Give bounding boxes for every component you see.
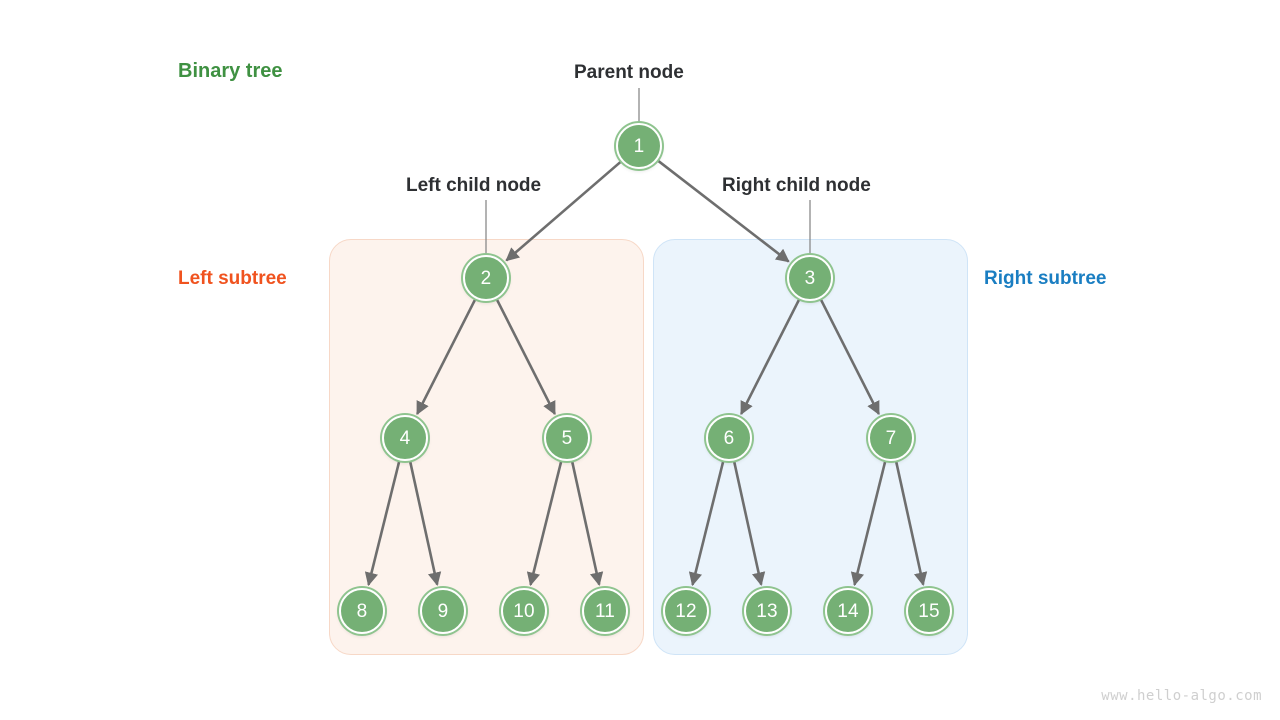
tree-node-7: 7 [868, 415, 914, 461]
tree-edge-5-to-10 [526, 460, 563, 587]
callout-parent-node: Parent node [574, 62, 684, 83]
watermark: www.hello-algo.com [1101, 688, 1262, 704]
tree-edge-5-to-11 [570, 461, 604, 586]
tree-edge-7-to-15 [894, 461, 928, 586]
tree-node-2: 2 [463, 255, 509, 301]
tree-edge-1-to-3 [657, 159, 790, 263]
tree-edge-7-to-14 [850, 460, 887, 587]
tree-edge-4-to-9 [408, 461, 442, 586]
tree-edge-3-to-7 [819, 298, 880, 416]
tree-node-14: 14 [825, 588, 871, 634]
tree-node-10: 10 [501, 588, 547, 634]
page-title: Binary tree [178, 60, 283, 82]
tree-edge-6-to-13 [732, 461, 766, 586]
tree-node-11: 11 [582, 588, 628, 634]
callout-left-child-node: Left child node [406, 175, 542, 196]
tree-edge-1-to-2 [505, 160, 622, 262]
tree-node-12: 12 [663, 588, 709, 634]
tree-node-1: 1 [616, 123, 662, 169]
tree-node-9: 9 [420, 588, 466, 634]
tree-node-4: 4 [382, 415, 428, 461]
tree-node-15: 15 [906, 588, 952, 634]
tree-edge-6-to-12 [688, 460, 725, 587]
tree-node-5: 5 [544, 415, 590, 461]
tree-node-3: 3 [787, 255, 833, 301]
tree-node-13: 13 [744, 588, 790, 634]
tree-edge-4-to-8 [364, 460, 401, 587]
tree-edges [364, 159, 928, 587]
tree-node-8: 8 [339, 588, 385, 634]
tree-node-6: 6 [706, 415, 752, 461]
tree-edge-2-to-4 [416, 298, 477, 416]
callout-right-child-node: Right child node [722, 175, 871, 196]
label-left-subtree: Left subtree [178, 268, 287, 289]
callout-leader-lines [485, 88, 811, 254]
label-right-subtree: Right subtree [984, 268, 1107, 289]
tree-edge-3-to-6 [740, 298, 801, 416]
tree-edge-2-to-5 [495, 298, 556, 416]
